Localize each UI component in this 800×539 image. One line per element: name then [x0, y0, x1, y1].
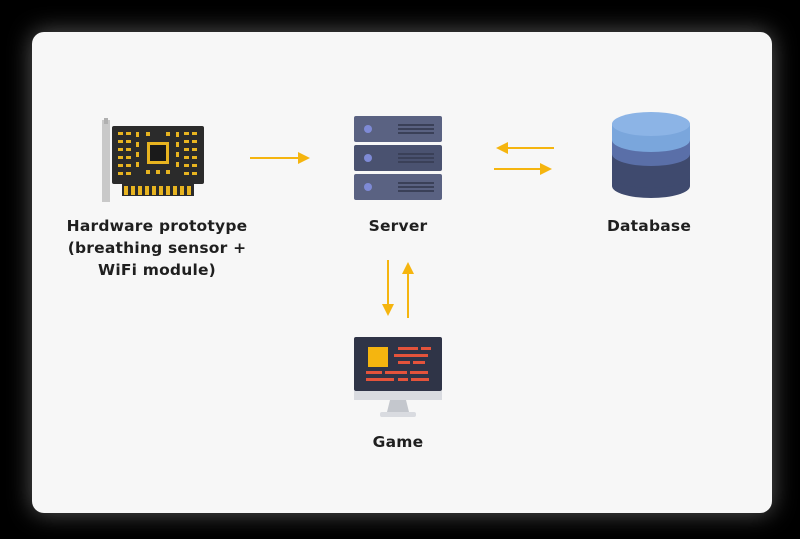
game-label: Game — [372, 433, 424, 451]
monitor-icon — [354, 337, 442, 417]
server-rack-icon — [354, 116, 442, 200]
arrow-server-to-game — [382, 260, 394, 316]
hardware-label-line1: Hardware prototype — [66, 217, 248, 235]
hardware-label-line2: (breathing sensor + — [67, 239, 247, 257]
hardware-label: Hardware prototype (breathing sensor + W… — [52, 215, 262, 281]
arrow-game-to-server — [402, 262, 414, 318]
server-label: Server — [368, 217, 428, 235]
arrow-hardware-to-server — [250, 152, 310, 164]
hardware-label-line3: WiFi module) — [98, 261, 216, 279]
diagram-canvas: Hardware prototype (breathing sensor + W… — [32, 32, 772, 513]
database-label: Database — [606, 217, 692, 235]
database-icon — [612, 112, 690, 198]
circuit-board-icon — [102, 118, 204, 202]
arrow-server-to-database — [494, 163, 552, 175]
arrow-database-to-server — [496, 142, 554, 154]
